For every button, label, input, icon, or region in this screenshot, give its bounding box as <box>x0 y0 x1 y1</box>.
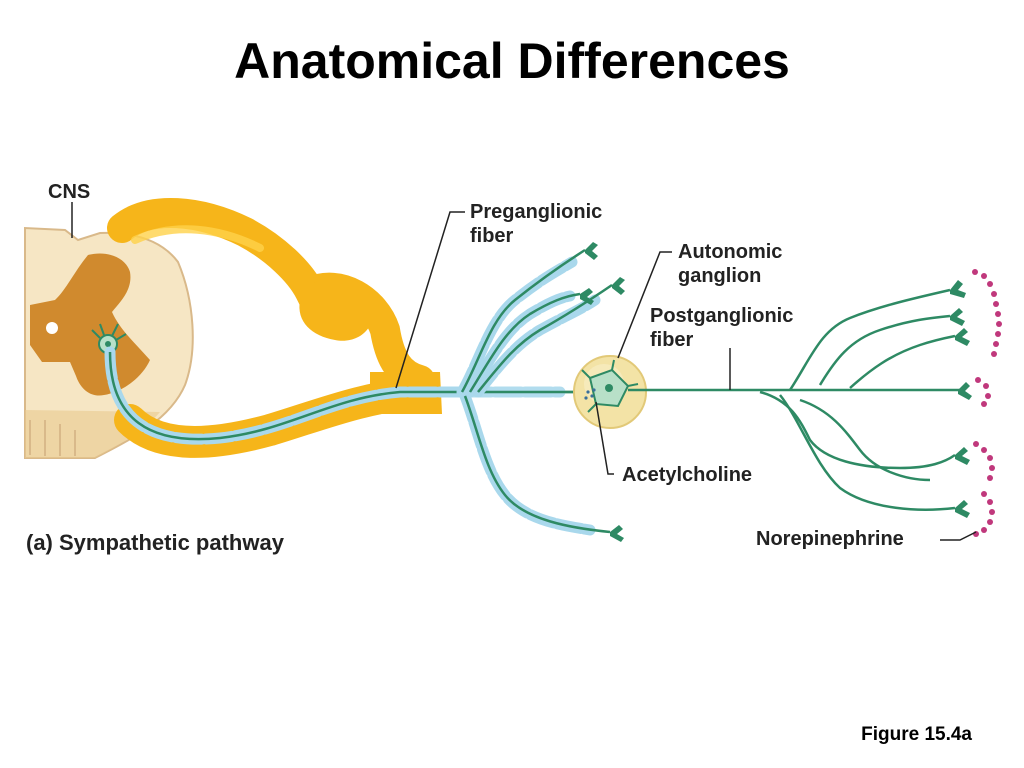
acetylcholine-label: Acetylcholine <box>622 464 752 486</box>
diagram-caption: (a) Sympathetic pathway <box>26 530 284 555</box>
preganglionic-label-line1: Preganglionic <box>470 201 602 223</box>
norepinephrine-dots <box>972 269 1002 537</box>
preganglionic-neuron <box>91 323 127 354</box>
autonomic-ganglion-label-line2: ganglion <box>678 265 761 287</box>
slide-title: Anatomical Differences <box>234 33 790 89</box>
preganglionic-collaterals <box>456 242 625 542</box>
postganglionic-terminals <box>950 280 972 518</box>
dorsal-root-ganglion <box>299 276 374 341</box>
acetylcholine-leader <box>595 401 614 475</box>
leader-lines <box>71 202 977 541</box>
postganglionic-label-line2: fiber <box>650 329 694 351</box>
figure-number: Figure 15.4a <box>861 724 972 745</box>
acetylcholine-dots <box>584 388 596 400</box>
autonomic-ganglion <box>573 355 647 429</box>
postganglionic-label-line1: Postganglionic <box>650 305 793 327</box>
autonomic-ganglion-leader <box>617 251 672 359</box>
nerve-highlight <box>131 225 264 252</box>
norepinephrine-leader <box>940 531 977 541</box>
central-canal <box>46 322 58 334</box>
postganglionic-neuron-soma <box>581 359 639 413</box>
norepinephrine-label: Norepinephrine <box>756 528 904 550</box>
postganglionic-fiber <box>628 288 960 511</box>
spinal-cord-ridges <box>29 420 76 456</box>
autonomic-ganglion-label-line1: Autonomic <box>678 241 782 263</box>
preganglionic-label-line2: fiber <box>470 225 514 247</box>
spinal-cord-gray-matter <box>30 253 150 396</box>
preganglionic-leader <box>395 211 465 389</box>
cns-label: CNS <box>48 181 90 203</box>
